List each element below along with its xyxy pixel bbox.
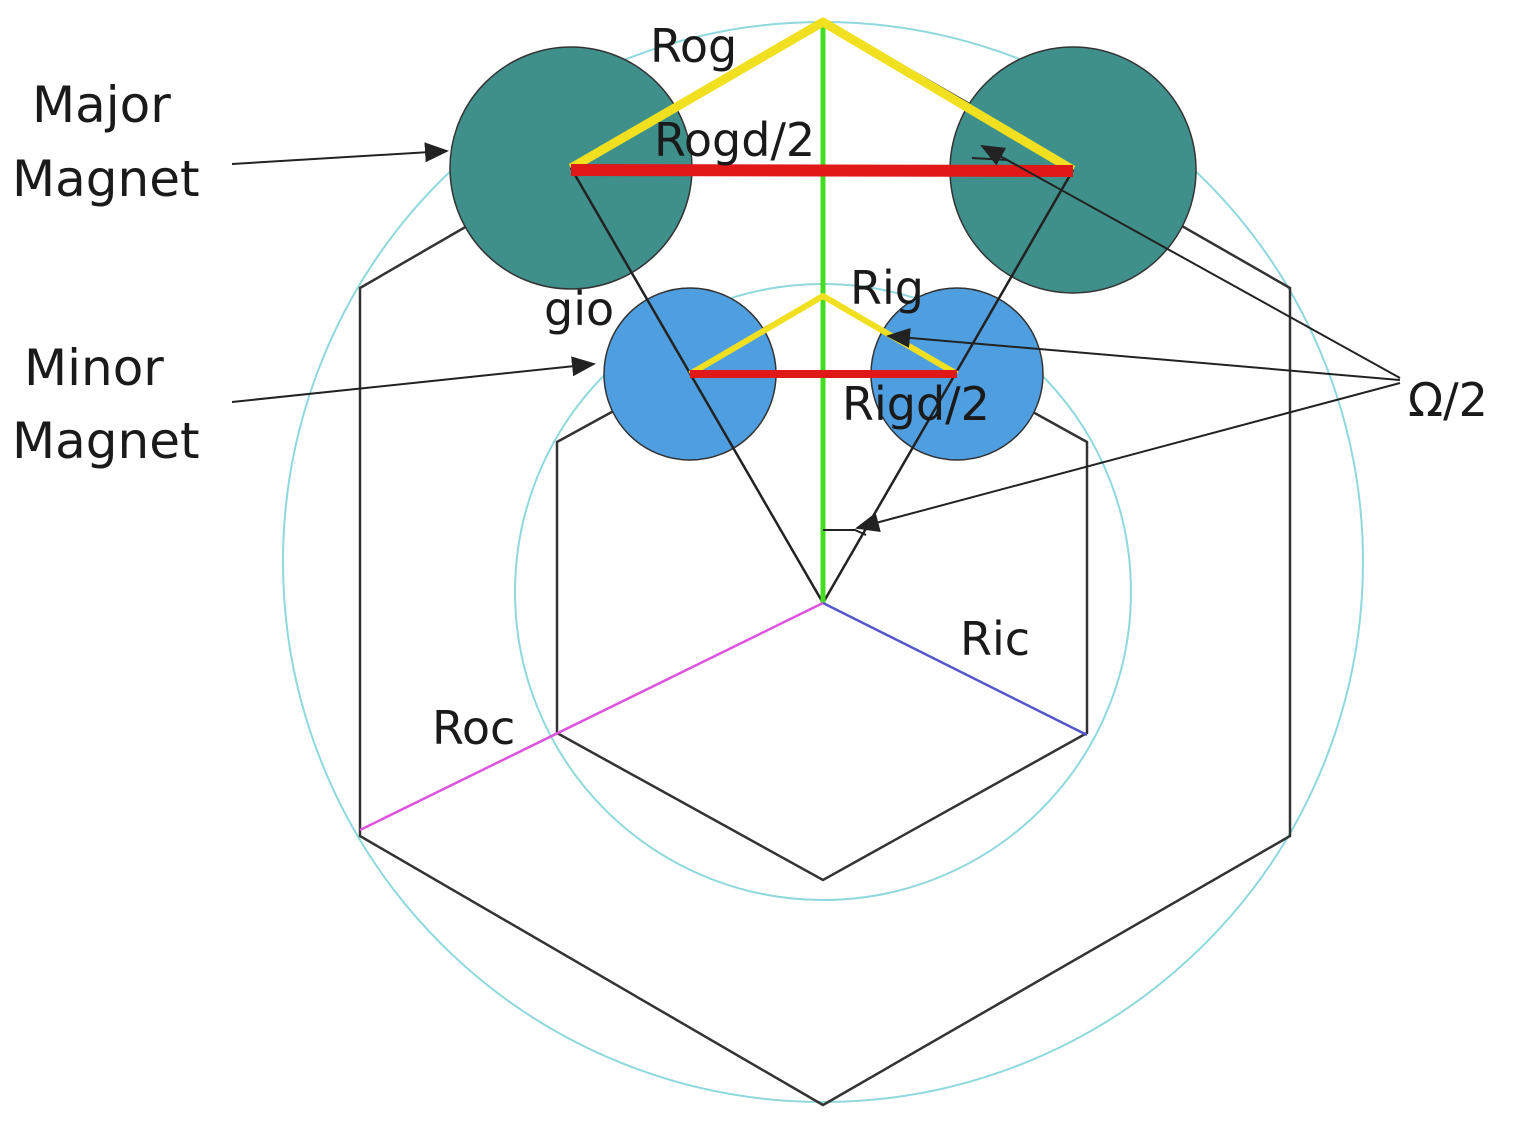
minor-magnet-pointer bbox=[231, 356, 596, 403]
major-magnet-pointer bbox=[231, 142, 449, 165]
ric-line bbox=[822, 601, 1088, 737]
radial-line-left bbox=[569, 167, 825, 604]
omega-pointer-1 bbox=[980, 145, 1401, 379]
rog-label: Rog bbox=[650, 19, 737, 73]
ric-label: Ric bbox=[960, 612, 1030, 666]
major-magnet-label-line2: Magnet bbox=[12, 150, 200, 208]
rogd-half-label: Rogd/2 bbox=[654, 113, 815, 167]
major-magnet-label-line1: Major bbox=[32, 76, 171, 134]
omega-pointer-2 bbox=[886, 327, 1401, 381]
rig-label: Rig bbox=[850, 261, 924, 315]
roc-line bbox=[359, 601, 824, 832]
inner-yellow-chord bbox=[688, 293, 959, 377]
omega-angle-mark-center bbox=[823, 529, 867, 536]
rigd-half-label: Rigd/2 bbox=[842, 377, 990, 431]
omega-pointer-3 bbox=[855, 382, 1401, 532]
minor-magnet-label-line1: Minor bbox=[24, 339, 164, 397]
outer-yellow-chord bbox=[568, 17, 1076, 174]
omega-half-label: Ω/2 bbox=[1408, 373, 1488, 427]
roc-label: Roc bbox=[432, 701, 515, 755]
minor-magnet-label-line2: Magnet bbox=[12, 412, 200, 470]
rogd-half-line bbox=[570, 164, 1074, 177]
gio-label: gio bbox=[544, 282, 614, 336]
